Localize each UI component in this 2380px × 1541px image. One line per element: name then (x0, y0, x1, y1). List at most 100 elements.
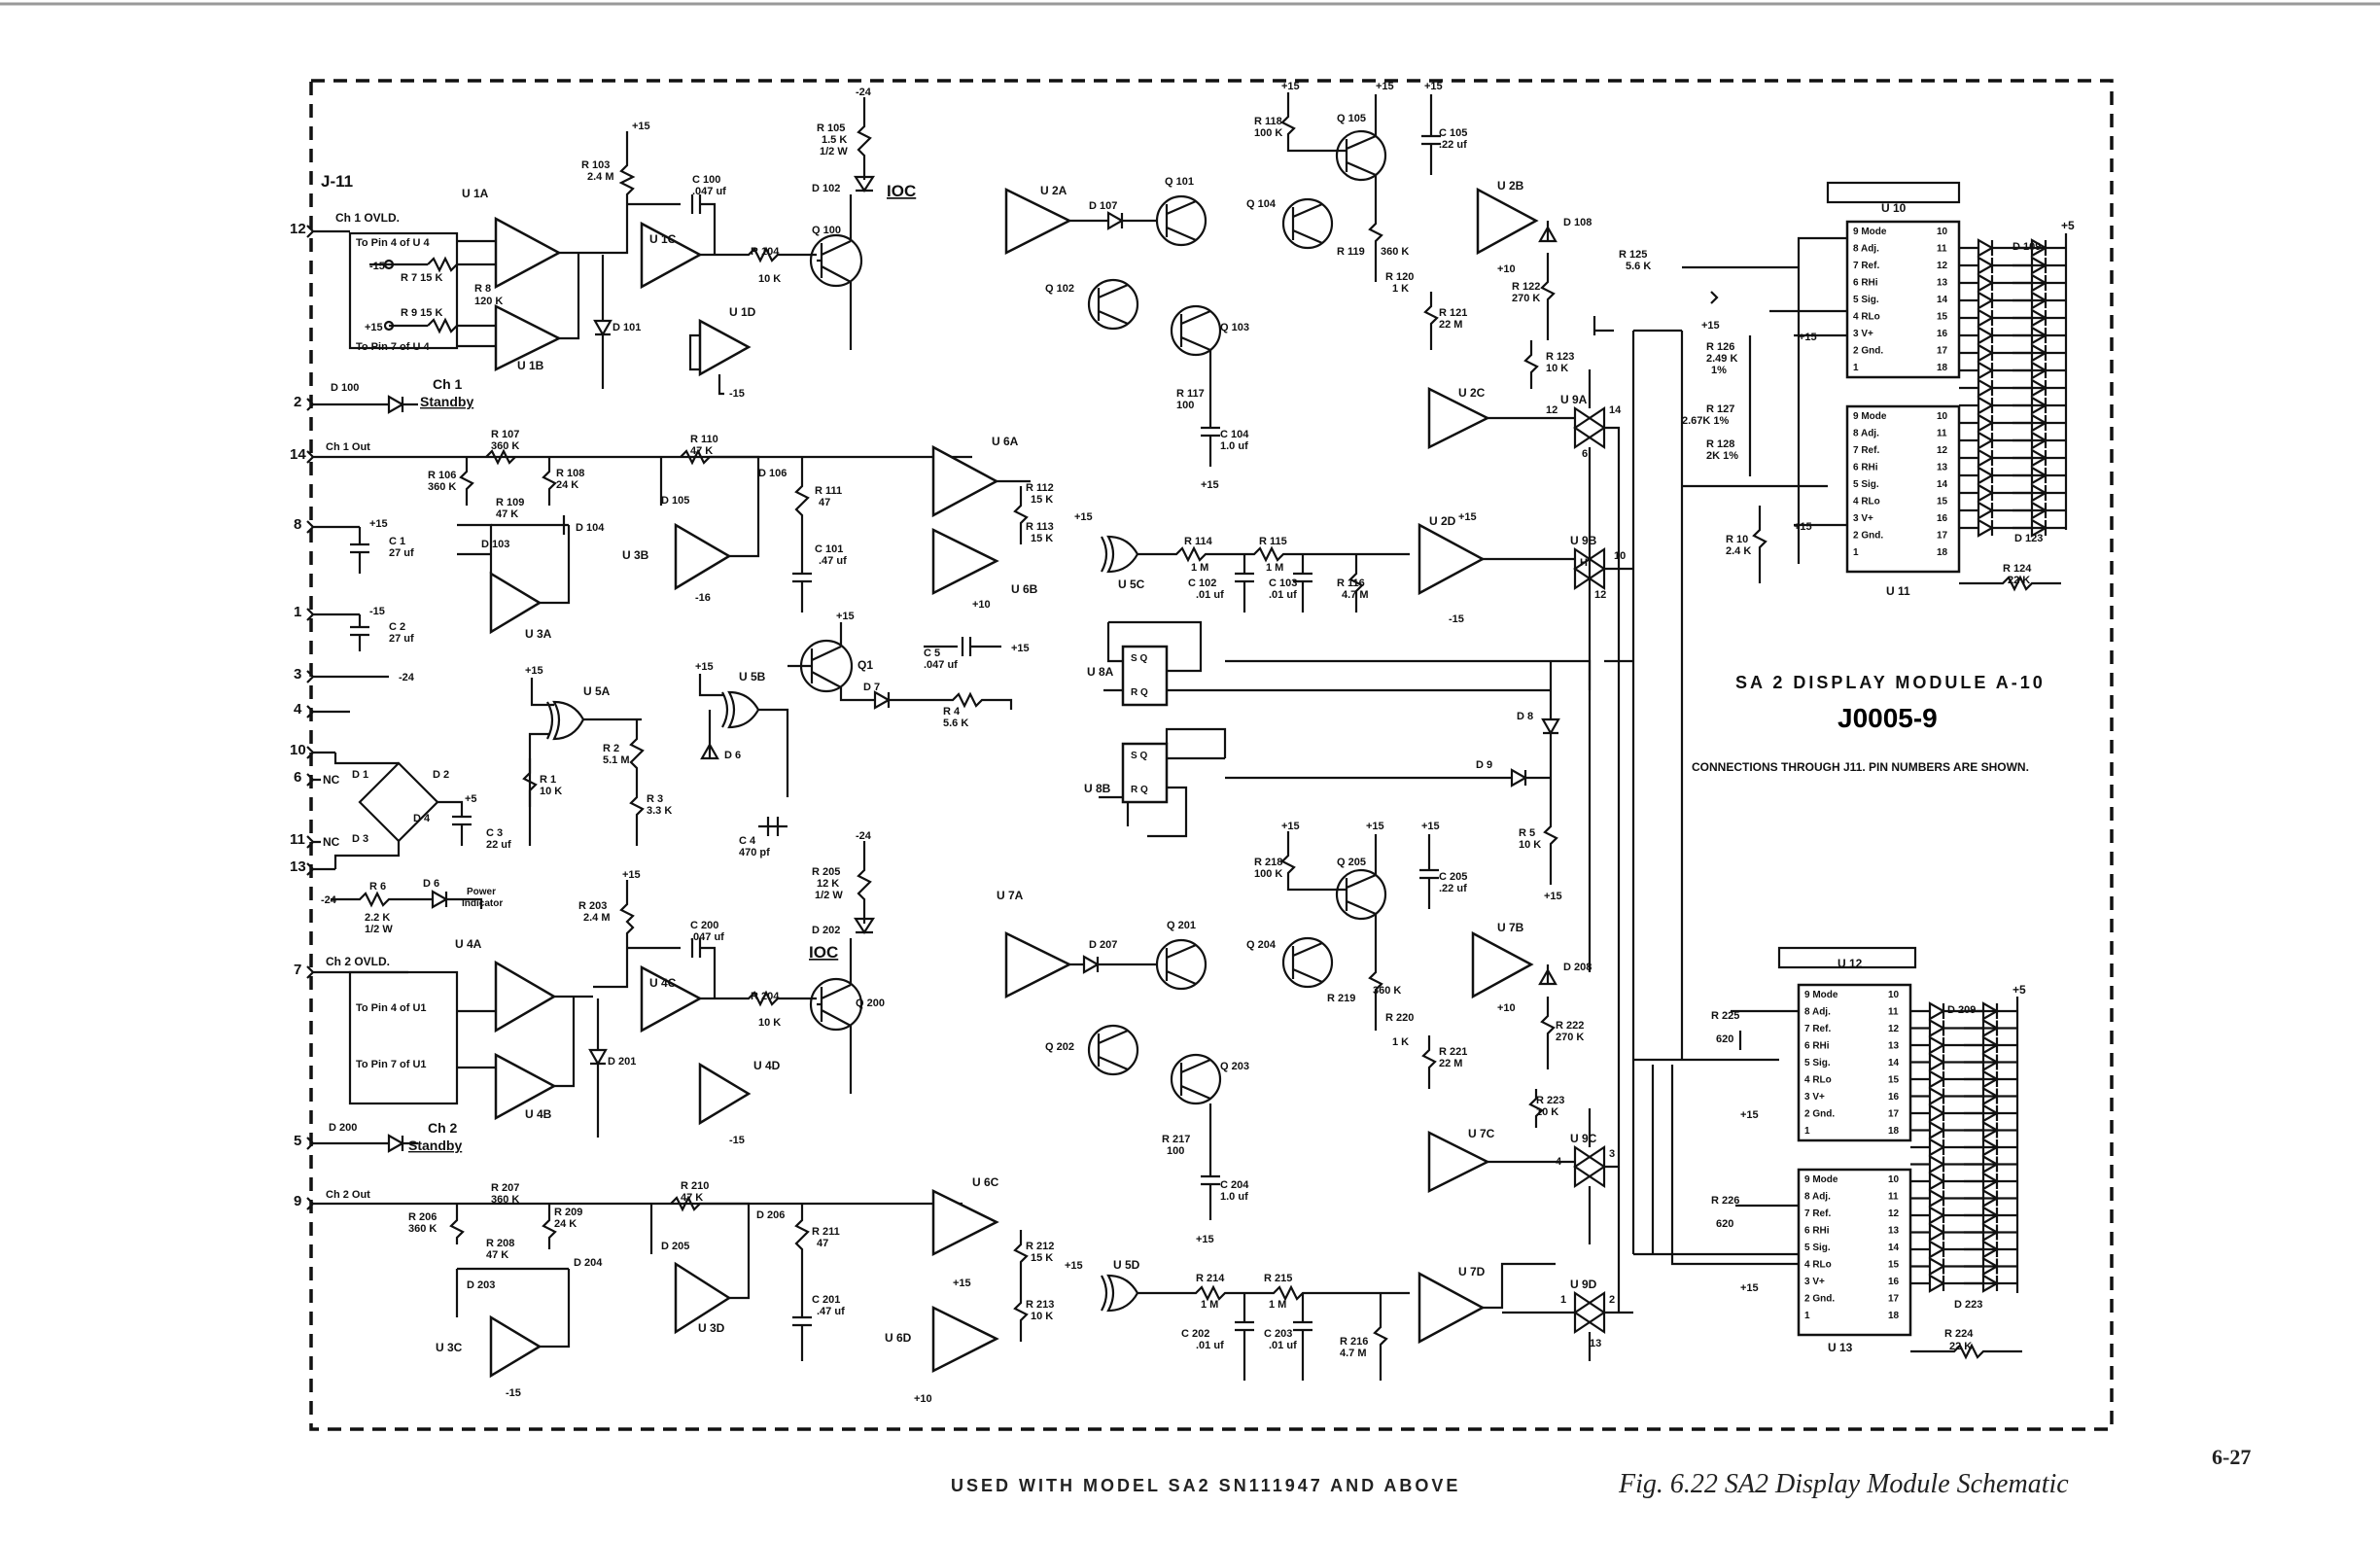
svg-text:1/2 W: 1/2 W (820, 146, 848, 158)
svg-text:R 123: R 123 (1546, 351, 1574, 363)
power-supply-section: D 1 D 2 D 3 D 4 +5 C 3 22 uf -24 R 6 2.2… (321, 672, 511, 935)
svg-text:C 3: C 3 (486, 827, 503, 839)
svg-text:Q 200: Q 200 (856, 998, 885, 1009)
u11-pin-left-4: 6 RHi (1853, 463, 1878, 473)
svg-text:13: 13 (290, 858, 306, 875)
bridge-rectifier (358, 761, 439, 843)
svg-text:R 103: R 103 (581, 159, 610, 171)
u10-pin-left-9: 1 (1853, 363, 1859, 373)
pin-1: 1 (294, 604, 360, 621)
svg-text:R 9 15 K: R 9 15 K (401, 307, 442, 319)
svg-text:R 223: R 223 (1536, 1095, 1564, 1106)
svg-text:R 204: R 204 (751, 991, 780, 1002)
lower-led-11 (1910, 1172, 2017, 1191)
pin-5: 5 (294, 1133, 350, 1150)
u10-pin-right-7: 16 (1937, 329, 1948, 339)
upper-led-16 (1959, 501, 2066, 520)
svg-text:D 100: D 100 (331, 382, 359, 394)
svg-text:360 K: 360 K (1373, 985, 1401, 997)
lower-led-b-8 (1964, 1120, 2000, 1140)
svg-text:47 K: 47 K (496, 508, 518, 520)
u10-pin-right-9: 18 (1937, 363, 1948, 373)
switch-u9a (1573, 405, 1606, 450)
u10-pin-right-1: 10 (1937, 227, 1948, 237)
svg-text:-24: -24 (856, 87, 872, 98)
upper-led-b-7 (2012, 343, 2048, 363)
svg-text:+15: +15 (1065, 1260, 1083, 1272)
svg-text:1 M: 1 M (1201, 1299, 1218, 1311)
svg-text:R 121: R 121 (1439, 307, 1467, 319)
opamp-u1a (494, 216, 562, 290)
svg-text:5.6 K: 5.6 K (943, 718, 968, 729)
upper-led-b-14 (2012, 466, 2048, 485)
u13-pin-left-9: 1 (1804, 1311, 1810, 1321)
svg-text:360 K: 360 K (491, 1194, 519, 1206)
svg-text:U 9A: U 9A (1560, 393, 1588, 406)
svg-text:U 1D: U 1D (729, 305, 756, 319)
upper-led-8 (1959, 361, 2066, 380)
upper-led-b-4 (2012, 291, 2048, 310)
svg-text:2K 1%: 2K 1% (1706, 450, 1738, 462)
svg-text:R 104: R 104 (751, 246, 780, 258)
svg-text:22 K: 22 K (2008, 575, 2030, 586)
svg-text:U 6C: U 6C (972, 1175, 999, 1189)
u10-pin-left-6: 4 RLo (1853, 312, 1880, 323)
svg-text:14: 14 (290, 446, 306, 463)
u12-pin-left-2: 8 Adj. (1804, 1007, 1831, 1018)
svg-text:U 7C: U 7C (1468, 1127, 1495, 1140)
lower-led-14 (1910, 1222, 2017, 1243)
switch-u9d (1573, 1290, 1606, 1335)
ch1-standby-label: Ch 1 (433, 376, 463, 392)
transistor-q103 (1170, 304, 1222, 357)
svg-text:10: 10 (290, 742, 306, 758)
svg-text:2.4 M: 2.4 M (583, 912, 611, 924)
svg-text:U 1B: U 1B (517, 359, 544, 372)
svg-text:D 207: D 207 (1089, 939, 1117, 951)
opamp-u6d (931, 1305, 999, 1374)
pin-13: 13 (290, 858, 335, 876)
svg-text:U 4A: U 4A (455, 937, 482, 951)
opamp-u4a (494, 960, 557, 1033)
led-label-d223: D 223 (1954, 1299, 1982, 1311)
upper-led-b-6 (2012, 326, 2048, 345)
svg-text:.01 uf: .01 uf (1269, 1340, 1297, 1351)
svg-text:R 112: R 112 (1026, 482, 1054, 494)
svg-text:2.67K 1%: 2.67K 1% (1682, 415, 1730, 427)
ch1-ovld-label: Ch 1 OVLD. (335, 211, 400, 225)
ch1-out-label: Ch 1 Out (326, 441, 370, 453)
svg-text:+15: +15 (365, 322, 383, 333)
svg-text:U 9C: U 9C (1570, 1132, 1597, 1145)
svg-text:1 K: 1 K (1392, 283, 1409, 295)
svg-text:R 126: R 126 (1706, 341, 1734, 353)
svg-text:.22 uf: .22 uf (1439, 883, 1467, 894)
svg-text:R 1: R 1 (540, 774, 556, 786)
svg-text:R 119: R 119 (1337, 246, 1365, 258)
svg-text:4: 4 (294, 701, 302, 718)
u13-pin-left-3: 7 Ref. (1804, 1208, 1831, 1219)
svg-text:-15: -15 (369, 261, 385, 272)
ch2-peak-detector: U 7A D 207 Q 201 Q 202 Q 203 Q 204 Q 205… (997, 821, 1592, 1245)
svg-text:R 206: R 206 (408, 1211, 437, 1223)
pin-4: 4 (294, 701, 350, 718)
svg-text:D 206: D 206 (756, 1209, 785, 1221)
u13-pin-right-2: 11 (1888, 1192, 1899, 1203)
svg-text:120 K: 120 K (474, 296, 503, 307)
driver-u10-label: U 10 (1881, 201, 1907, 215)
svg-text:D 200: D 200 (329, 1122, 357, 1134)
lower-led-b-7 (1964, 1103, 2000, 1123)
svg-text:R 217: R 217 (1162, 1134, 1190, 1145)
svg-text:R 120: R 120 (1385, 271, 1414, 283)
center-diodes: D 8 D 9 R 5 10 K +15 (1225, 659, 1592, 902)
svg-text:R 205: R 205 (812, 866, 840, 878)
opamp-u3c (489, 1314, 542, 1379)
ch1-ioc-label: IOC (887, 182, 916, 200)
u13-pin-left-5: 5 Sig. (1804, 1243, 1831, 1253)
upper-led-7 (1959, 343, 2066, 363)
svg-text:+15: +15 (1458, 511, 1477, 523)
lower-led-2 (1910, 1018, 2017, 1038)
lower-led-16 (1910, 1256, 2017, 1277)
upper-led-b-9 (2012, 378, 2048, 398)
upper-led-9 (1959, 378, 2066, 398)
svg-text:360 K: 360 K (1381, 246, 1409, 258)
